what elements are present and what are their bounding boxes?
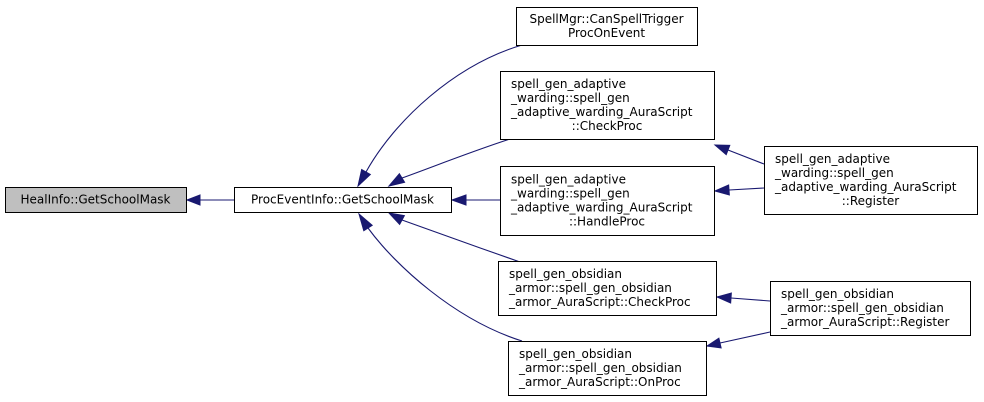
node-box[interactable] [234,187,452,213]
edge-adaptive-checkproc-to-proceventinfo [387,138,511,187]
node-label-line: _warding::spell_gen [510,187,630,201]
node-label-line: _warding::spell_gen [510,91,630,105]
node-label-line: HealInfo::GetSchoolMask [20,193,170,207]
node-obsidian-onproc[interactable]: spell_gen_obsidian_armor::spell_gen_obsi… [508,341,707,396]
node-label-line: ProcEventInfo::GetSchoolMask [251,193,434,207]
node-label-line: spell_gen_adaptive [775,152,890,166]
node-label-line: SpellMgr::CanSpellTrigger [529,12,683,26]
arrowhead-icon [387,212,406,226]
node-obsidian-checkproc[interactable]: spell_gen_obsidian_armor::spell_gen_obsi… [498,261,717,316]
node-label-line: ::Register [842,194,900,208]
edges-layer [185,44,771,349]
node-label-line: spell_gen_adaptive [511,77,626,91]
node-proceventinfo[interactable]: ProcEventInfo::GetSchoolMask [234,187,452,213]
node-label-line: ::CheckProc [572,119,643,133]
edge-adaptive-register-to-adaptive-checkproc [713,144,765,165]
edge-obsidian-register-to-obsidian-onproc [705,331,771,349]
edge-line [730,297,771,302]
node-label-line: _armor_AuraScript::OnProc [518,375,681,389]
edge-proceventinfo-to-healinfo [185,194,234,206]
edge-obsidian-register-to-obsidian-checkproc [715,292,771,304]
edge-obsidian-onproc-to-proceventinfo [358,212,523,342]
node-box[interactable] [508,341,707,396]
node-label-line: _adaptive_warding_AuraScript [510,105,693,119]
node-label-line: spell_gen_adaptive [511,173,626,187]
node-label-line: ::HandleProc [569,215,645,229]
node-label-line: _armor_AuraScript::Register [780,315,950,329]
edge-line [365,44,523,173]
node-box[interactable] [498,261,717,316]
arrowhead-icon [358,212,374,232]
edge-line [727,149,765,165]
edge-adaptive-register-to-adaptive-handleproc [713,184,765,196]
node-box[interactable] [516,7,698,46]
edge-obsidian-checkproc-to-proceventinfo [387,212,521,263]
node-label-line: ProcOnEvent [568,26,645,40]
edge-line [719,331,771,344]
arrowhead-icon [705,337,722,349]
arrowhead-icon [713,144,731,156]
node-label-line: spell_gen_obsidian [509,267,622,281]
node-label-line: spell_gen_obsidian [781,287,894,301]
arrowhead-icon [357,168,372,188]
arrowhead-icon [713,184,730,196]
arrowhead-icon [185,194,201,206]
node-box[interactable] [500,71,715,140]
edge-line [401,138,511,179]
arrowhead-icon [715,292,732,304]
node-obsidian-register[interactable]: spell_gen_obsidian_armor::spell_gen_obsi… [770,281,971,336]
node-label-line: _adaptive_warding_AuraScript [510,201,693,215]
edge-spellmgr-to-proceventinfo [357,44,523,188]
arrowhead-icon [450,194,467,206]
edge-line [367,227,523,342]
node-adaptive-handleproc[interactable]: spell_gen_adaptive_warding::spell_gen_ad… [500,166,715,236]
node-label-line: _armor::spell_gen_obsidian [780,301,944,315]
edge-line [728,187,765,191]
node-box[interactable] [5,187,187,213]
node-label-line: _armor::spell_gen_obsidian [508,281,672,295]
node-box[interactable] [770,281,971,336]
node-label-line: _armor::spell_gen_obsidian [518,361,682,375]
node-adaptive-checkproc[interactable]: spell_gen_adaptive_warding::spell_gen_ad… [500,71,715,140]
node-label-line: spell_gen_obsidian [519,347,632,361]
node-label-line: _warding::spell_gen [774,166,894,180]
edge-line [401,219,521,263]
node-box[interactable] [764,146,978,215]
node-healinfo[interactable]: HealInfo::GetSchoolMask [5,187,187,213]
node-adaptive-register[interactable]: spell_gen_adaptive_warding::spell_gen_ad… [764,146,978,215]
edge-adaptive-handleproc-to-proceventinfo [450,194,500,206]
nodes-layer: HealInfo::GetSchoolMask ProcEventInfo::Ge… [5,7,978,396]
node-box[interactable] [500,166,715,236]
arrowhead-icon [387,172,406,187]
node-label-line: _adaptive_warding_AuraScript [774,180,957,194]
node-label-line: _armor_AuraScript::CheckProc [508,295,691,309]
